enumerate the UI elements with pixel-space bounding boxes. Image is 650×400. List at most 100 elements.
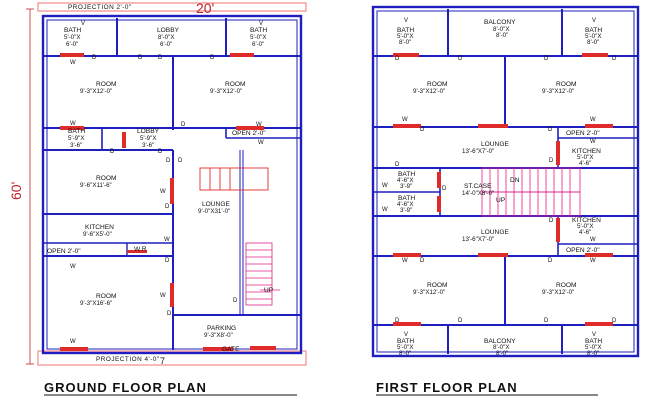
window-tag: W — [160, 189, 166, 195]
f-bath-bl-size2: 8'-0" — [399, 350, 411, 357]
door-tag: D — [178, 158, 183, 164]
ground-height-dimension: 60' — [8, 182, 24, 200]
g-bath-left-size1: 5'-0"X — [64, 34, 80, 41]
door-tag: D — [420, 127, 425, 133]
f-bath-tr-name: BATH — [585, 27, 602, 34]
g-bath-right-size1: 5'-0"X — [250, 34, 266, 41]
ventilator-tag: V — [81, 21, 85, 27]
window-tag: W — [402, 258, 408, 264]
door-tag: D — [549, 158, 554, 164]
first-floor-title: FIRST FLOOR PLAN — [376, 380, 518, 395]
g-room-tl-size: 9'-3"X12'-0" — [80, 88, 112, 95]
f-open-low-label: OPEN 2'-0" — [566, 247, 600, 254]
window-tag: W — [402, 117, 408, 123]
ventilator-tag: V — [404, 332, 408, 338]
door-tag: D — [395, 56, 400, 62]
ground-projection-top-strip — [37, 2, 307, 12]
g-lounge-name: LOUNGE — [202, 201, 230, 208]
f-bath-br-size1: 5'-0"X — [585, 344, 601, 351]
f-lounge-low-name: LOUNGE — [481, 229, 509, 236]
window-tag: W — [382, 207, 388, 213]
f-bath-br-size2: 8'-0" — [587, 350, 599, 357]
f-room-tr-name: ROOM — [556, 81, 577, 88]
f-lounge-low-size: 13'-6"X7'-0" — [462, 236, 494, 243]
window-tag: W — [258, 140, 264, 146]
f-room-tr-size: 9'-3"X12'-0" — [542, 88, 574, 95]
g-kitchen-name: KITCHEN — [85, 224, 114, 231]
first-floor-plan: BATH 5'-0"X 8'-0" BALCONY 8'-0"X 8'-0" B… — [371, 5, 640, 396]
door-tag: D — [395, 162, 400, 168]
f-balcony-top-name: BALCONY — [484, 19, 516, 26]
f-kitchen-top-size1: 5'-0"X — [577, 154, 593, 161]
window-tag: W — [590, 258, 596, 264]
g-open-low-label: OPEN 2'-0" — [47, 248, 81, 255]
door-tag: D — [110, 149, 115, 155]
f-bath-tl-size2: 8'-0" — [399, 39, 411, 46]
f-stcase-name: ST.CASE — [464, 183, 492, 190]
door-tag: D — [181, 122, 186, 128]
door-tag: D — [158, 55, 163, 61]
ground-projection-top-label: PROJECTION 2'-0" — [68, 4, 132, 11]
ground-floor-title: GROUND FLOOR PLAN — [44, 380, 207, 395]
f-bath-tl-name: BATH — [397, 27, 414, 34]
f-lounge-top-size: 13'-6"X7'-0" — [462, 148, 494, 155]
g-lobby-mid-size1: 5'-9"X — [140, 135, 156, 142]
door-tag: D — [612, 56, 617, 62]
door-tag: D — [544, 56, 549, 62]
door-tag: D — [233, 298, 238, 304]
f-bath-tr-size1: 5'-0"X — [585, 33, 601, 40]
door-tag: D — [420, 258, 425, 264]
g-lobby-mid-size2: 3'-6" — [142, 142, 154, 149]
door-tag: D — [458, 56, 463, 62]
window-tag: W — [590, 237, 596, 243]
window-tag: W — [256, 122, 262, 128]
f-room-tl-name: ROOM — [427, 81, 448, 88]
door-tag: D — [549, 218, 554, 224]
ground-projection-bottom-strip — [37, 350, 307, 366]
f-bath-br-name: BATH — [585, 338, 602, 345]
door-tag: D — [210, 55, 215, 61]
door-tag: D — [167, 311, 172, 317]
first-outer-wall — [371, 5, 640, 358]
door-tag: D — [442, 186, 447, 192]
ventilator-tag: V — [592, 332, 596, 338]
g-lobby-mid-name: LOBBY — [137, 128, 160, 135]
ground-floor-plan: PROJECTION 2'-0" 20' PROJECTION 4'-0" 7 … — [8, 0, 307, 396]
door-tag: D — [92, 55, 97, 61]
g-up-label: UP — [264, 287, 274, 294]
f-kitchen-low-size1: 5'-0"X — [577, 223, 593, 230]
g-kitchen-size: 9'-6"X5'-0" — [83, 231, 112, 238]
f-bath-tr-size2: 8'-0" — [587, 39, 599, 46]
door-tag: D — [458, 318, 463, 324]
g-lobby-top-name: LOBBY — [157, 27, 180, 34]
ground-outer-wall — [41, 14, 303, 355]
ventilator-tag: V — [259, 21, 263, 27]
door-tag: D — [548, 258, 553, 264]
door-tag: D — [544, 318, 549, 324]
ground-staircase — [199, 167, 269, 191]
door-tag: D — [395, 318, 400, 324]
f-balcony-top-size2: 8'-0" — [496, 32, 508, 39]
f-bath-ml1-name: BATH — [398, 171, 415, 178]
ground-projection-bottom-mark: 7 — [160, 356, 165, 366]
f-bath-tl-size1: 5'-0"X — [397, 33, 413, 40]
g-bath-right-name: BATH — [250, 27, 267, 34]
door-tag: D — [548, 127, 553, 133]
ventilator-tag: V — [592, 18, 596, 24]
f-kitchen-low-name: KITCHEN — [572, 217, 601, 224]
g-bath-left-size2: 6'-0" — [66, 41, 78, 48]
door-tag: D — [612, 318, 617, 324]
window-tag: W — [70, 121, 76, 127]
g-lobby-top-size2: 6'-0" — [160, 41, 172, 48]
f-bath-ml2-name: BATH — [398, 195, 415, 202]
g-lobby-top-size1: 8'-0"X — [158, 34, 174, 41]
ground-projection-bottom-label: PROJECTION 4'-0" — [96, 356, 160, 363]
door-tag: D — [165, 258, 170, 264]
door-tag: D — [158, 149, 163, 155]
g-bath-left-name: BATH — [64, 27, 81, 34]
g-parking-name: PARKING — [207, 325, 236, 332]
window-tag: W — [70, 339, 76, 345]
f-room-bl-size: 9'-3"X12'-0" — [413, 289, 445, 296]
g-room-bl-size: 9'-3"X16'-6" — [80, 300, 112, 307]
